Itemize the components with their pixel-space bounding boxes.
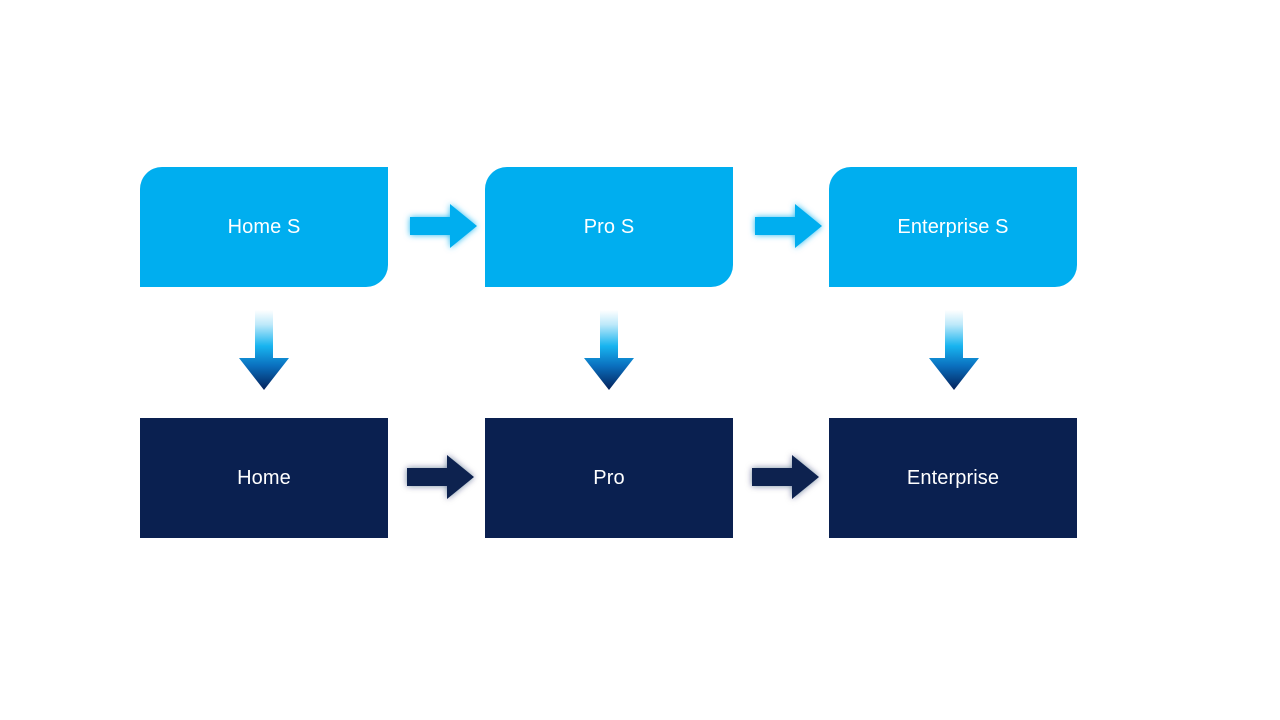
arrow-down-icon-home-s-to-home <box>233 310 295 392</box>
arrow-right-icon-home-s-to-pro-s <box>405 200 481 252</box>
node-pro[interactable]: Pro <box>485 418 733 538</box>
node-pro-s[interactable]: Pro S <box>485 167 733 287</box>
arrow-right-icon-pro-s-to-enterprise-s <box>750 200 826 252</box>
arrow-right-icon-pro-to-enterprise <box>747 451 823 503</box>
node-label: Home <box>237 467 291 489</box>
node-label: Enterprise <box>906 467 1000 489</box>
arrow-right-icon-home-to-pro <box>402 451 478 503</box>
node-home[interactable]: Home <box>140 418 388 538</box>
node-label: Pro S <box>583 216 635 238</box>
node-enterprise-s[interactable]: Enterprise S <box>829 167 1077 287</box>
node-label: Enterprise S <box>897 216 1009 238</box>
node-label: Pro <box>593 467 625 489</box>
node-enterprise[interactable]: Enterprise <box>829 418 1077 538</box>
arrow-down-icon-pro-s-to-pro <box>578 310 640 392</box>
node-home-s[interactable]: Home S <box>140 167 388 287</box>
arrow-down-icon-enterprise-s-to-enterprise <box>923 310 985 392</box>
node-label: Home S <box>227 216 301 238</box>
